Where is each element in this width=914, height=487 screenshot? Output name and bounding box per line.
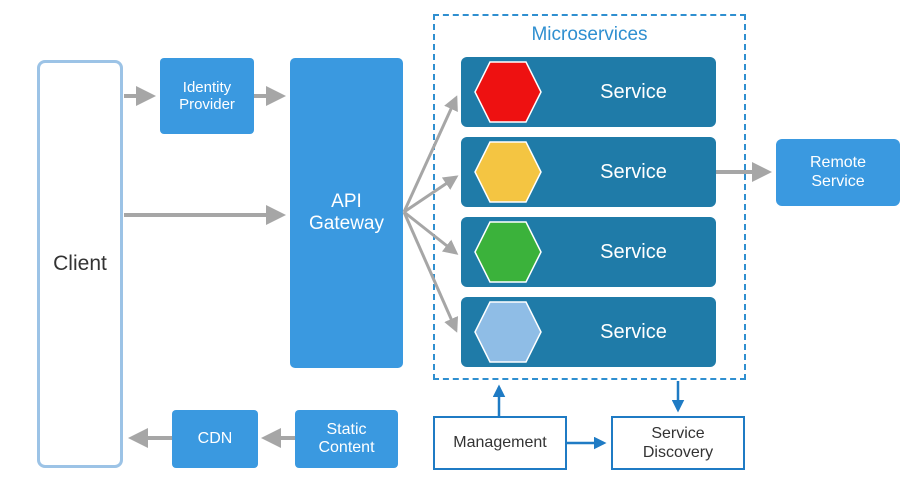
client-label: Client [53,252,107,275]
hexagon-icon [474,61,542,123]
static-content-label-line1: Static [326,420,367,438]
cdn-box: CDN [172,410,258,468]
hexagon-icon [474,301,542,363]
service-discovery-label-line2: Discovery [642,444,714,461]
remote-service-label-line2: Service [811,172,865,190]
management-label: Management [453,434,547,452]
service-box: Service [461,217,716,287]
service-label: Service [600,80,667,103]
service-box: Service [461,137,716,207]
service-box: Service [461,57,716,127]
management-box: Management [433,416,567,470]
hexagon-icon [474,221,542,283]
static-content-label-line2: Content [318,439,375,456]
cdn-label: CDN [197,429,233,447]
remote-service-label-line1: Remote [809,154,867,172]
service-discovery-box: Service Discovery [611,416,745,470]
api-gateway-label-line1: API [331,191,362,213]
service-discovery-label-line1: Service [651,424,705,442]
identity-provider-label-line1: Identity [182,78,232,96]
service-label: Service [600,240,667,263]
remote-service-box: Remote Service [776,139,900,206]
static-content-box: Static Content [295,410,398,468]
microservices-title: Microservices [531,24,648,45]
service-box: Service [461,297,716,367]
api-gateway-box: API Gateway [290,58,403,368]
client-box: Client [37,60,123,468]
identity-provider-box: Identity Provider [160,58,254,134]
service-label: Service [600,160,667,183]
api-gateway-label-line2: Gateway [309,213,384,234]
identity-provider-label-line2: Provider [179,96,235,113]
hexagon-icon [474,141,542,203]
service-label: Service [600,320,667,343]
